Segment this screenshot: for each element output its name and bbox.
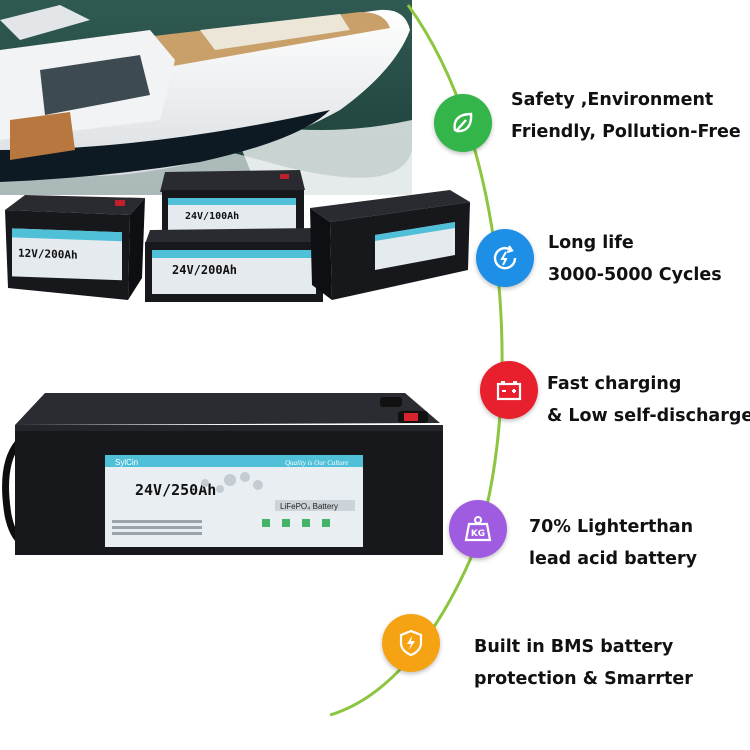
feature-safety: Safety ,Environment Friendly, Pollution-… (511, 84, 741, 148)
battery-small-right (310, 190, 470, 300)
battery-small-left-label: 12V/200Ah (18, 247, 78, 262)
feature-lighter: 70% Lighterthan lead acid battery (529, 511, 697, 575)
feature-bms-line1: Built in BMS battery (474, 637, 674, 657)
feature-bms-line2: protection & Smarrter (474, 669, 693, 689)
leaf-icon (434, 94, 492, 152)
feature-long-life: Long life 3000-5000 Cycles (548, 227, 722, 291)
shield-bolt-icon (382, 614, 440, 672)
feature-fast-charging-line2: & Low self-discharge (547, 406, 750, 426)
main-brand: SylCin (115, 458, 138, 467)
feature-long-life-line2: 3000-5000 Cycles (548, 265, 722, 285)
battery-small-front: 24V/200Ah (145, 228, 323, 302)
battery-small-left: 12V/200Ah (5, 195, 145, 300)
battery-small-front-label: 24V/200Ah (172, 263, 237, 277)
battery-main: SylCin Quality is Our Culture 24V/250Ah … (2, 393, 443, 555)
feature-lighter-line2: lead acid battery (529, 549, 698, 569)
battery-group: 12V/200Ah 24V/100Ah 24V/200Ah (5, 170, 470, 302)
main-tagline: Quality is Our Culture (285, 459, 348, 467)
battery-small-top-label: 24V/100Ah (185, 211, 239, 222)
feature-fast-charging: Fast charging & Low self-discharge (547, 368, 750, 432)
weight-icon-text: KG (471, 529, 485, 539)
weight-icon: KG (449, 500, 507, 558)
main-chem: LiFePO₄ Battery (280, 502, 338, 511)
feature-bms: Built in BMS battery protection & Smarrt… (474, 631, 693, 695)
main-label: 24V/250Ah (135, 481, 216, 499)
feature-lighter-line1: 70% Lighterthan (529, 517, 694, 537)
feature-long-life-line1: Long life (548, 233, 634, 253)
feature-safety-line1: Safety ,Environment (511, 90, 714, 110)
cycle-icon (476, 229, 534, 287)
battery-charge-icon (480, 361, 538, 419)
feature-fast-charging-line1: Fast charging (547, 374, 682, 394)
feature-safety-line2: Friendly, Pollution-Free (511, 122, 741, 142)
